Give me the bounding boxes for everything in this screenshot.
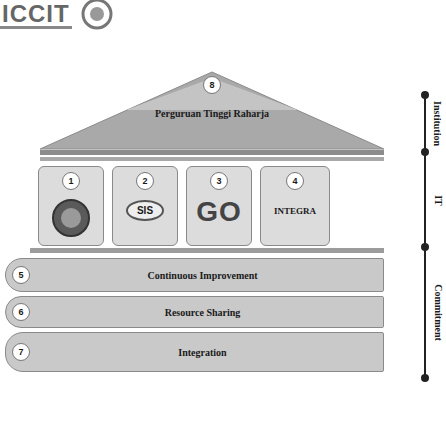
node-title: Perguruan Tinggi Raharja xyxy=(155,108,269,119)
logo-text: INTEGRA xyxy=(274,206,316,216)
logo-text: SIS xyxy=(126,200,164,221)
scale-line xyxy=(424,95,426,378)
callout-number: 5 xyxy=(12,266,30,284)
pillar-box: 2SIS xyxy=(112,166,178,246)
roof-shape: 8Perguruan Tinggi Raharja xyxy=(40,70,384,150)
callout-number: 6 xyxy=(12,303,30,321)
scale-dot xyxy=(421,91,429,99)
callout-number: 4 xyxy=(286,172,304,190)
logo-icon xyxy=(51,198,91,238)
logo-text: GO xyxy=(196,196,242,228)
pillar-box: 1 xyxy=(38,166,104,246)
pillar-box: 3GO xyxy=(186,166,252,246)
node-title: Integration xyxy=(30,347,375,358)
logo-ring xyxy=(83,0,111,28)
callout-number: 2 xyxy=(136,172,154,190)
node-title: Continuous Improvement xyxy=(30,270,375,281)
foundation-band: 6Resource Sharing xyxy=(5,296,384,328)
roof-beam xyxy=(40,150,384,155)
callout-number: 3 xyxy=(210,172,228,190)
foundation-band: 7Integration xyxy=(5,332,384,372)
scale-dot xyxy=(421,148,429,156)
foundation-band: 5Continuous Improvement xyxy=(5,258,384,292)
side-label: Institution xyxy=(432,100,443,145)
roof-fill xyxy=(40,72,384,149)
logo-core xyxy=(90,7,104,21)
node-title: Resource Sharing xyxy=(30,307,375,318)
callout-number: 8 xyxy=(203,76,221,94)
roof-beam xyxy=(40,157,384,161)
floor-beam xyxy=(30,248,384,253)
logo-inner xyxy=(61,208,81,228)
callout-number: 7 xyxy=(12,343,30,361)
logo-text: ICCIT xyxy=(2,0,70,28)
pillar-box: 4INTEGRA xyxy=(260,166,330,246)
scale-dot xyxy=(421,243,429,251)
side-label: Commitment xyxy=(433,284,444,341)
callout-number: 1 xyxy=(62,172,80,190)
logo-disc xyxy=(53,200,89,236)
side-label: IT xyxy=(433,195,444,206)
scale-dot xyxy=(421,374,429,382)
